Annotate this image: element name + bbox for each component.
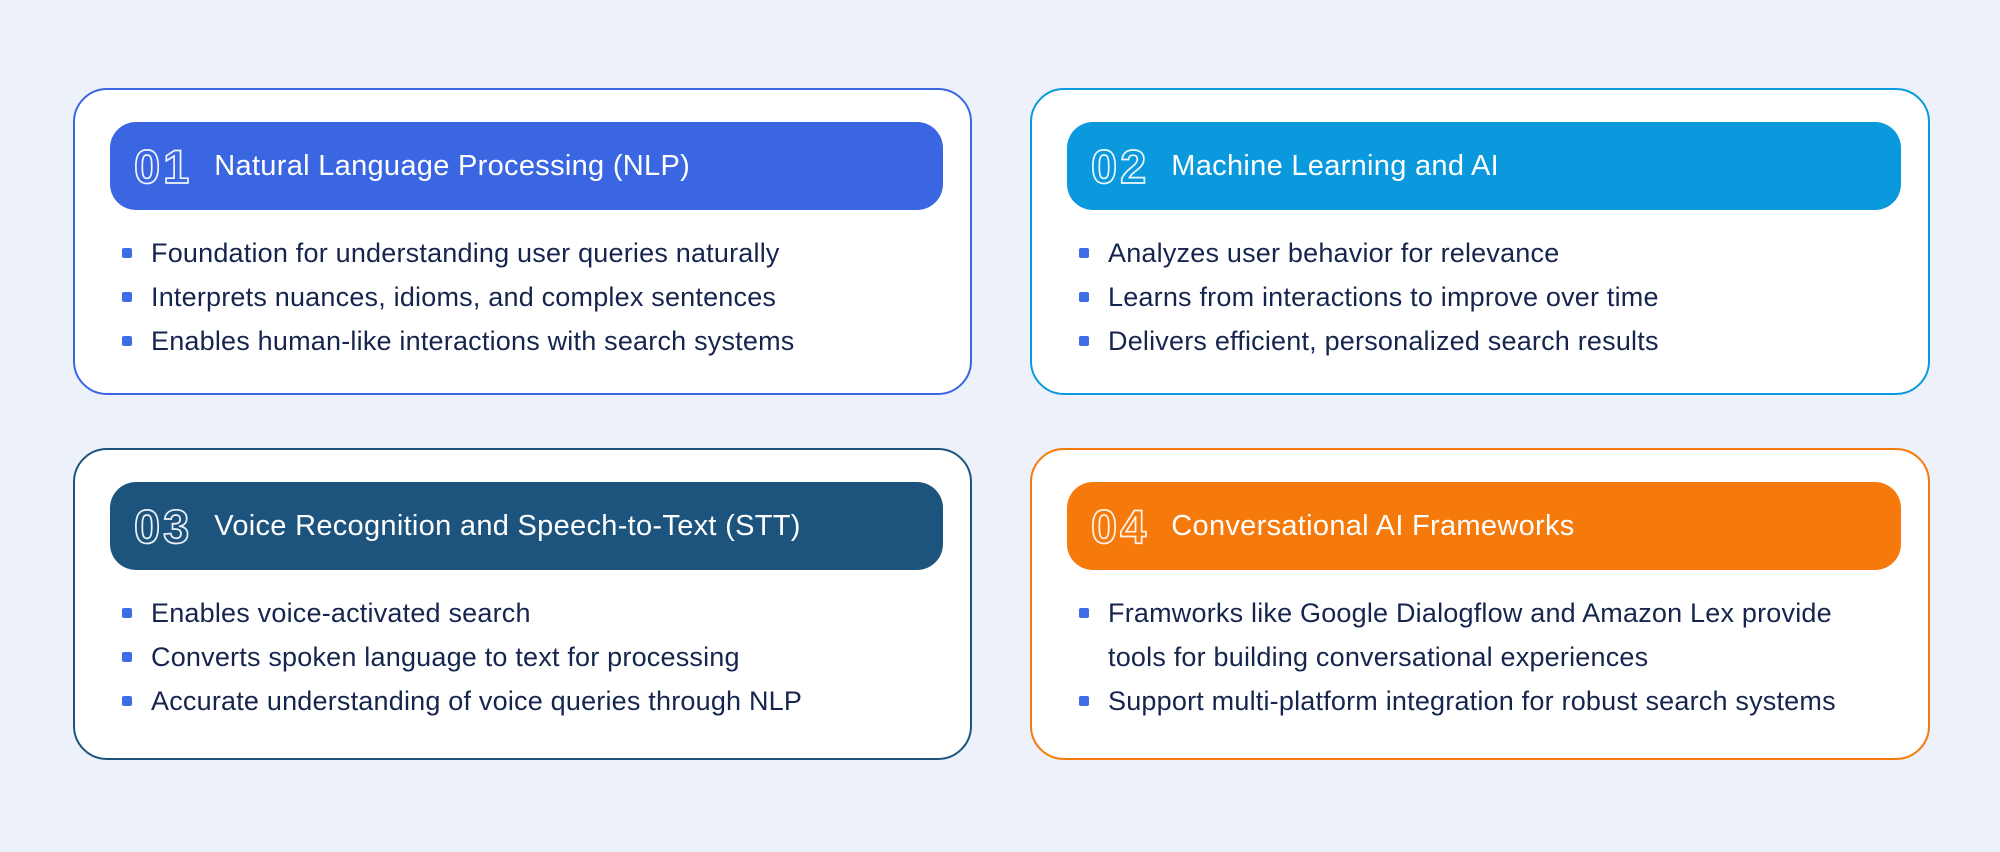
bullet-item: Converts spoken language to text for pro…	[122, 635, 932, 679]
bullet-item: Enables voice-activated search	[122, 591, 932, 635]
card-conversational-ai: 04 Conversational AI Frameworks Framwork…	[1030, 448, 1930, 760]
bullet-item: Accurate understanding of voice queries …	[122, 679, 932, 723]
card-header: 02 Machine Learning and AI	[1067, 122, 1901, 210]
card-title: Conversational AI Frameworks	[1171, 509, 1575, 542]
card-machine-learning: 02 Machine Learning and AI Analyzes user…	[1030, 88, 1930, 395]
card-nlp: 01 Natural Language Processing (NLP) Fou…	[73, 88, 972, 395]
card-voice-recognition: 03 Voice Recognition and Speech-to-Text …	[73, 448, 972, 760]
bullet-item: Analyzes user behavior for relevance	[1079, 231, 1890, 275]
card-header: 01 Natural Language Processing (NLP)	[110, 122, 943, 210]
card-header: 04 Conversational AI Frameworks	[1067, 482, 1901, 570]
bullet-list: Enables voice-activated search Converts …	[75, 570, 970, 723]
bullet-item: Framworks like Google Dialogflow and Ama…	[1079, 591, 1890, 679]
bullet-item: Delivers efficient, personalized search …	[1079, 319, 1890, 363]
card-number-badge: 03	[133, 499, 193, 553]
card-number-badge: 02	[1090, 139, 1150, 193]
card-title: Voice Recognition and Speech-to-Text (ST…	[214, 509, 801, 542]
bullet-item: Foundation for understanding user querie…	[122, 231, 932, 275]
card-title: Machine Learning and AI	[1171, 149, 1500, 182]
bullet-list: Foundation for understanding user querie…	[75, 210, 970, 363]
cards-grid: 01 Natural Language Processing (NLP) Fou…	[73, 88, 1930, 760]
bullet-item: Learns from interactions to improve over…	[1079, 275, 1890, 319]
bullet-item: Enables human-like interactions with sea…	[122, 319, 932, 363]
bullet-item: Support multi-platform integration for r…	[1079, 679, 1890, 723]
bullet-list: Framworks like Google Dialogflow and Ama…	[1032, 570, 1928, 723]
bullet-list: Analyzes user behavior for relevance Lea…	[1032, 210, 1928, 363]
card-number-badge: 04	[1090, 499, 1150, 553]
card-title: Natural Language Processing (NLP)	[214, 149, 691, 182]
card-header: 03 Voice Recognition and Speech-to-Text …	[110, 482, 943, 570]
bullet-item: Interprets nuances, idioms, and complex …	[122, 275, 932, 319]
card-number-badge: 01	[133, 139, 193, 193]
